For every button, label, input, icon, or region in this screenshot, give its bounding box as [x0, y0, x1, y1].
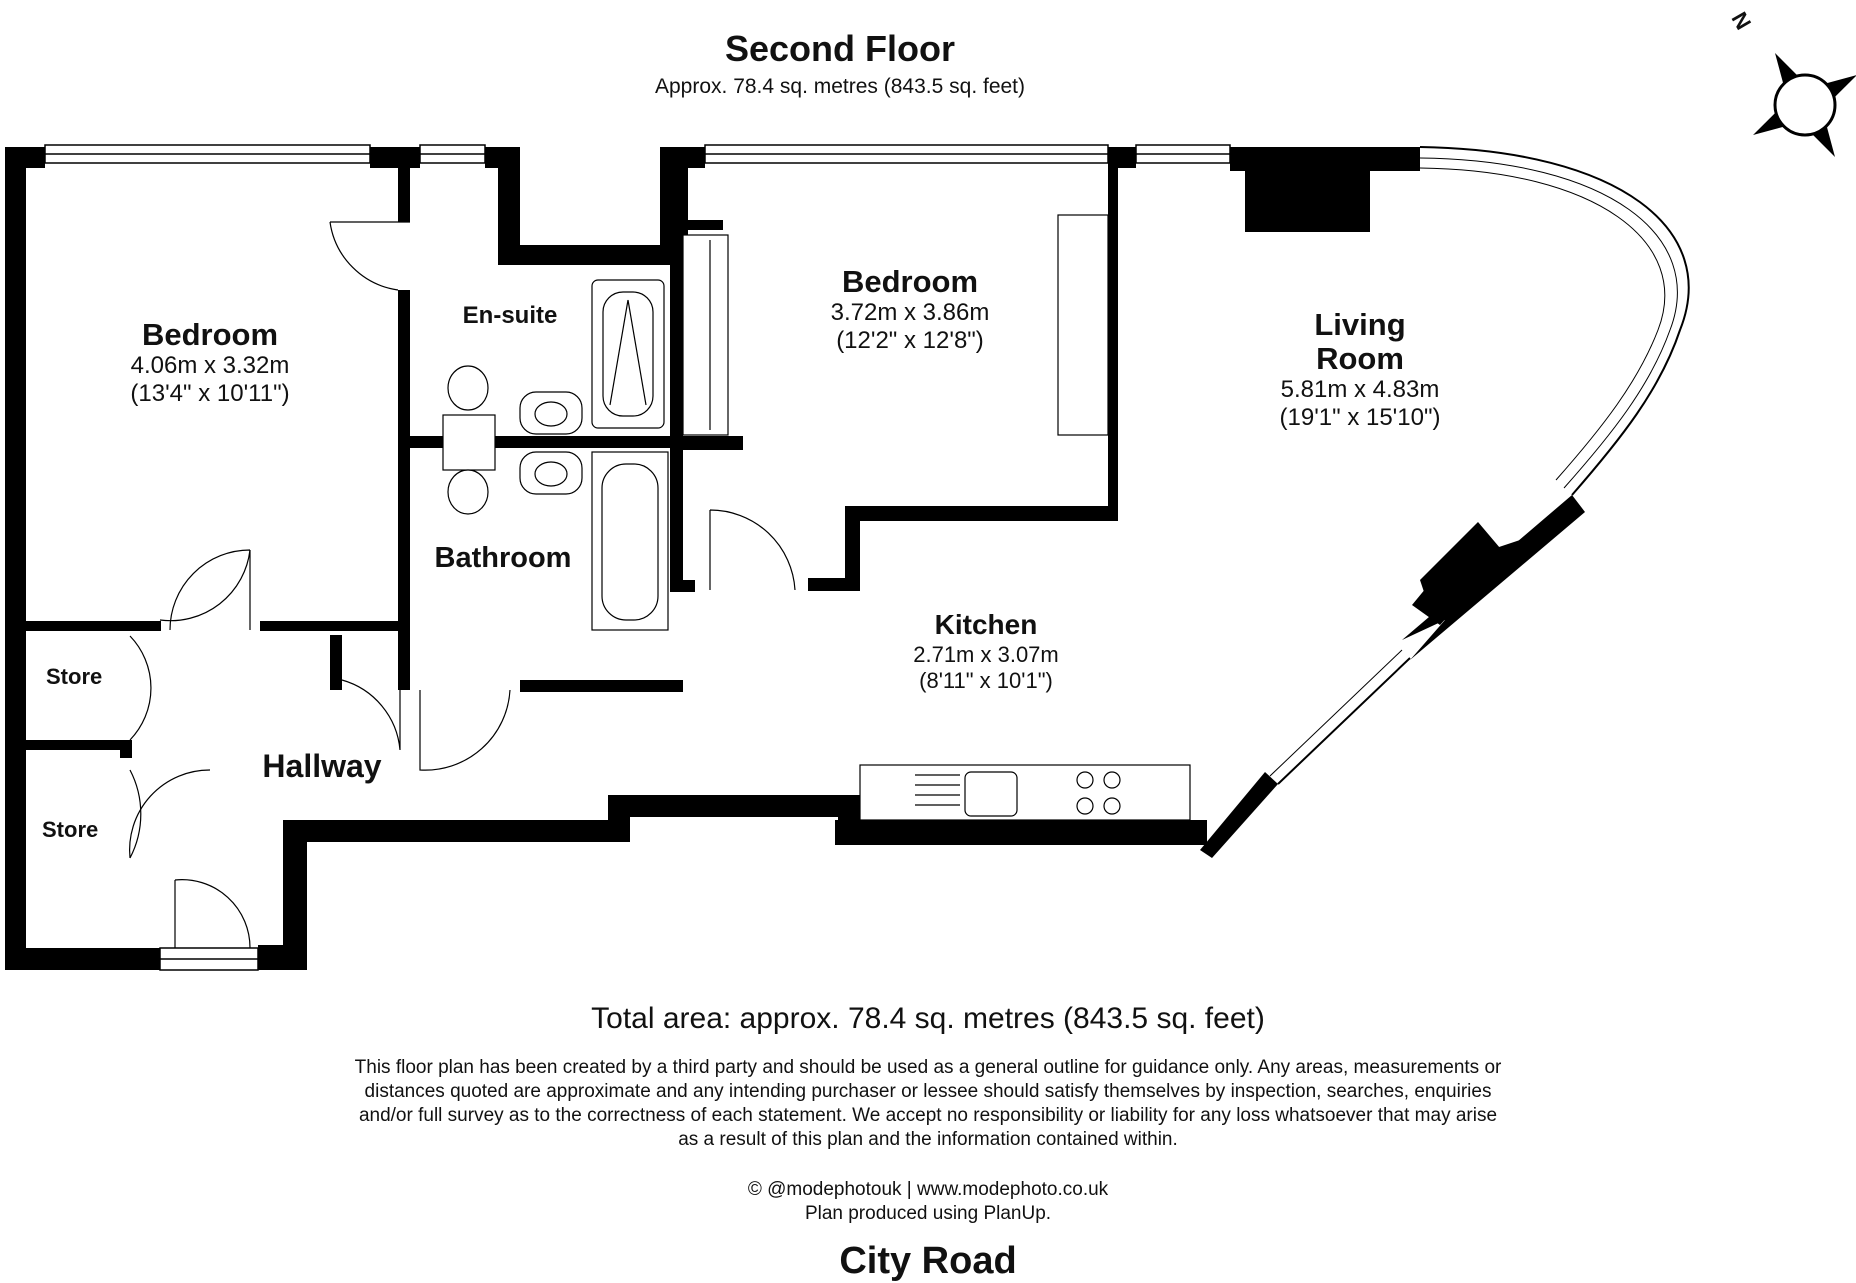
door [174, 879, 251, 949]
room-name: Kitchen [934, 609, 1038, 640]
wall [683, 220, 723, 230]
wall [683, 436, 743, 450]
store-lower-label: Store [42, 817, 99, 842]
wall [808, 578, 860, 591]
room-name: Bedroom [141, 317, 279, 352]
wall [398, 147, 410, 222]
hob [1076, 771, 1094, 789]
wall [1412, 540, 1520, 625]
wall [5, 147, 26, 970]
room-imperial: (12'2" x 12'8") [836, 327, 984, 354]
wall [498, 147, 520, 265]
door [129, 769, 211, 859]
wall [1108, 147, 1136, 168]
credit-line: © @modephotouk | www.modephoto.co.uk [747, 1179, 1109, 1200]
walls [5, 147, 1585, 970]
wall [1402, 495, 1585, 660]
door [129, 769, 142, 859]
street-name: City Road [839, 1240, 1017, 1282]
credits: © @modephotouk | www.modephoto.co.uk Pla… [628, 1178, 1228, 1226]
north-arrow-icon [1753, 53, 1856, 157]
wall [330, 635, 342, 690]
wall [26, 740, 131, 750]
room-metric: 3.72m x 3.86m [830, 299, 990, 326]
room-metric: 4.06m x 3.32m [130, 352, 290, 379]
wall [608, 795, 838, 817]
door [341, 679, 401, 751]
wall [120, 740, 132, 758]
room-name: Bedroom [841, 264, 979, 299]
room-name: Living [1314, 307, 1406, 342]
wardrobe [682, 234, 729, 436]
wall [670, 147, 683, 587]
wall [258, 945, 283, 970]
hallway-label: Hallway [262, 748, 382, 784]
wall [26, 621, 161, 631]
room-imperial: (19'1" x 15'10") [1279, 404, 1441, 431]
wall [835, 820, 1207, 845]
wall [260, 621, 410, 631]
room-name: Room [1316, 341, 1404, 376]
room-imperial: (13'4" x 10'11") [130, 380, 290, 407]
bedroom-left-label: Bedroom 4.06m x 3.32m (13'4" x 10'11") [80, 318, 340, 408]
living-room-label: Living Room 5.81m x 4.83m (19'1" x 15'10… [1230, 308, 1490, 432]
disclaimer-line: distances quoted are approximate and any… [364, 1081, 1492, 1102]
total-area: Total area: approx. 78.4 sq. metres (843… [591, 1002, 1265, 1035]
door [169, 549, 251, 631]
store-upper-label: Store [46, 664, 103, 689]
door [129, 635, 152, 741]
door [709, 509, 796, 591]
wardrobe [1057, 214, 1109, 436]
wall [5, 948, 160, 970]
wall [5, 147, 45, 168]
bathroom-label: Bathroom [434, 542, 572, 574]
wall [845, 506, 860, 591]
disclaimer-line: as a result of this plan and the informa… [678, 1129, 1178, 1150]
window [1277, 657, 1411, 785]
wall [283, 820, 613, 842]
wall [1108, 147, 1118, 517]
door [329, 221, 410, 291]
toilet [447, 469, 489, 515]
disclaimer: This floor plan has been created by a th… [200, 1056, 1656, 1152]
room-metric: 2.71m x 3.07m [913, 642, 1059, 667]
disclaimer-line: This floor plan has been created by a th… [354, 1057, 1502, 1078]
wall [283, 820, 307, 970]
wall [845, 506, 1118, 521]
door [159, 549, 251, 622]
wall [520, 680, 683, 692]
room-imperial: (8'11" x 10'1") [919, 668, 1053, 693]
floor-title: Second Floor [724, 28, 955, 69]
windows [44, 144, 1690, 971]
door-swings [129, 221, 796, 949]
wall [1200, 772, 1278, 858]
wall [498, 245, 688, 265]
wall [838, 795, 860, 845]
kitchen-label: Kitchen 2.71m x 3.07m (8'11" x 10'1") [856, 608, 1116, 694]
bedroom-right-label: Bedroom 3.72m x 3.86m (12'2" x 12'8") [780, 265, 1040, 355]
toilet [447, 365, 489, 411]
sink [964, 771, 1018, 817]
wall [398, 290, 410, 690]
bay-window [1419, 146, 1690, 496]
wall [1245, 147, 1370, 232]
floor-area: Approx. 78.4 sq. metres (843.5 sq. feet) [654, 75, 1026, 98]
wall [670, 580, 695, 592]
room-metric: 5.81m x 4.83m [1280, 376, 1440, 403]
door [419, 689, 511, 771]
credit-line: Plan produced using PlanUp. [804, 1203, 1052, 1224]
disclaimer-line: and/or full survey as to the correctness… [358, 1105, 1498, 1126]
ensuite-label: En-suite [462, 302, 558, 329]
fixtures [442, 214, 1191, 821]
kitchen-counter [859, 764, 1191, 821]
wall [370, 147, 420, 168]
